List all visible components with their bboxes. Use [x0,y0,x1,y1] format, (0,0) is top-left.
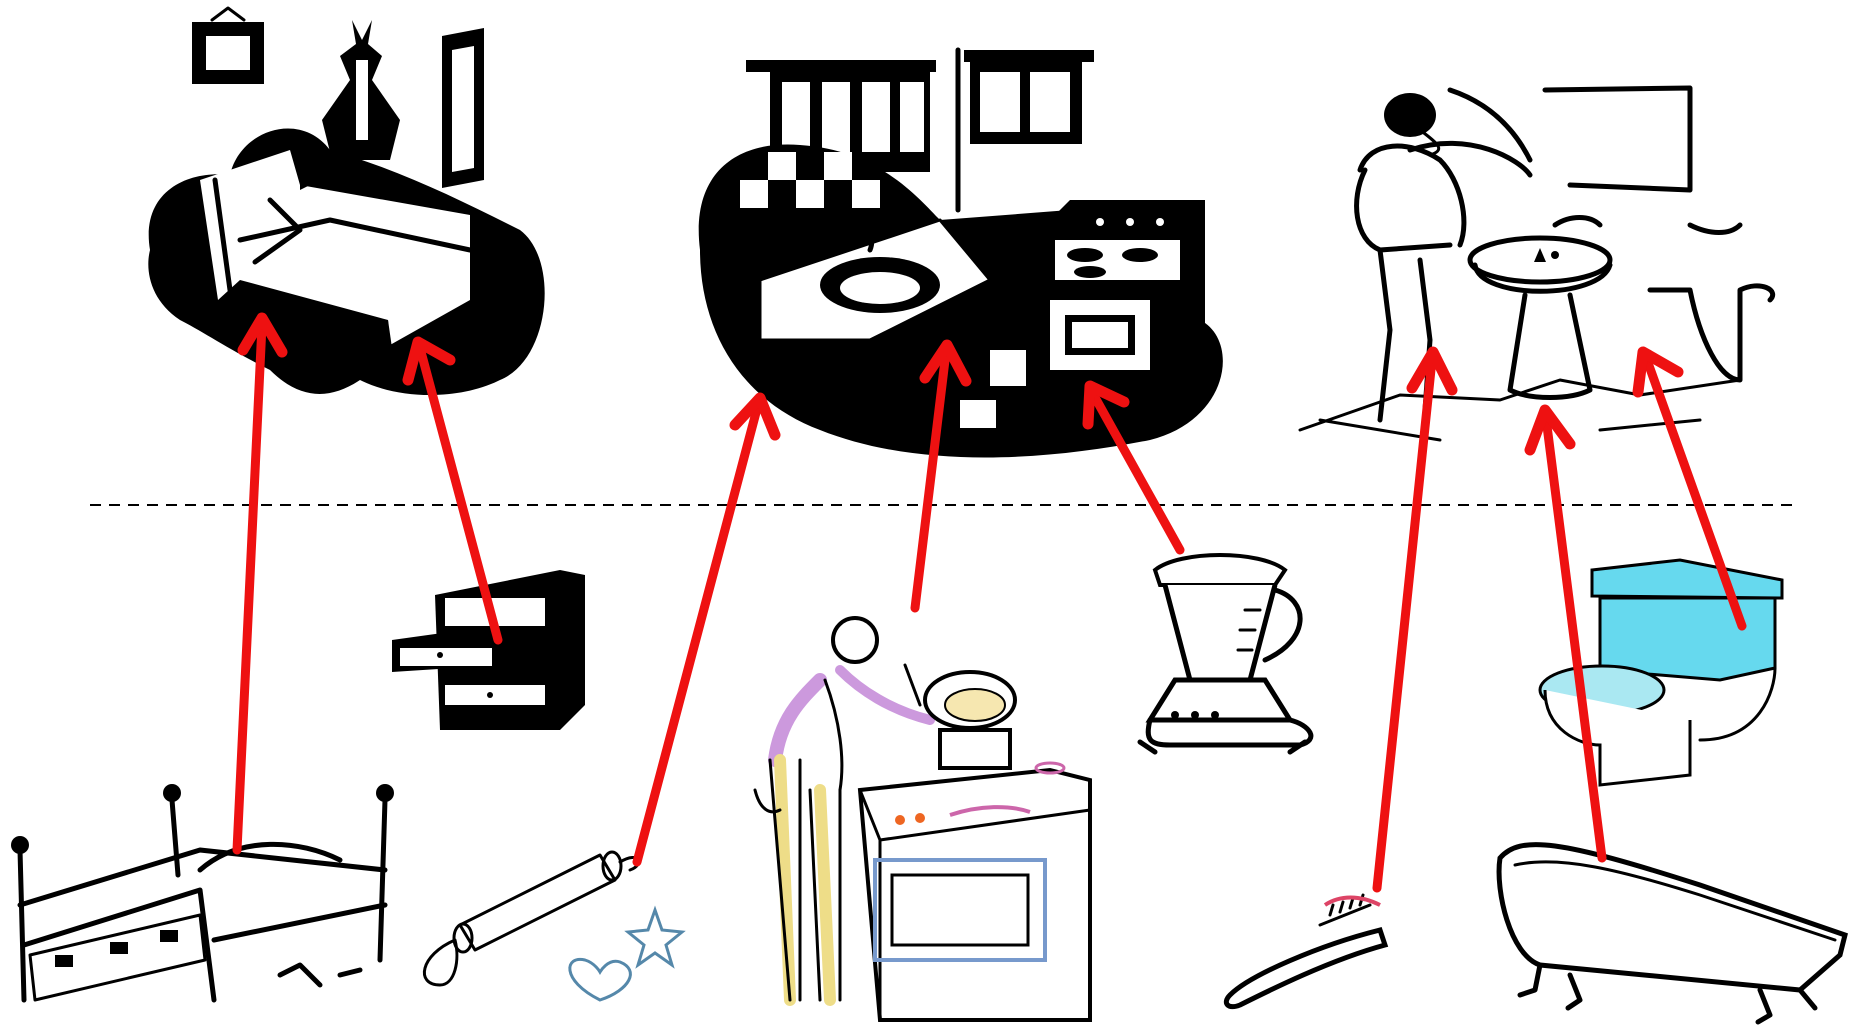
kitchen-scene-icon [698,47,1223,458]
bed-icon [11,784,394,1003]
drawers-icon [392,570,585,730]
wall-hanging-icon [322,20,400,160]
pedestal-sink-icon [1467,215,1613,400]
kitchen-oven-icon [1040,200,1205,380]
bathroom-mirror-icon [1542,85,1693,193]
cookie-cutter-star-icon [624,905,686,969]
checker-tiles [740,152,880,208]
arrow-drawers-to-bedroom [402,336,503,645]
person-cooking-icon [753,616,1092,1022]
cookie-cutter-heart-icon [568,957,632,1002]
arrow-bathtub-to-bathroom [1524,404,1607,863]
arrow-toilet-to-bathroom [1632,346,1747,631]
arrows-layer [232,312,1747,893]
arrow-bed-to-bedroom [232,312,288,855]
arrow-toothbrush-to-bathroom [1372,346,1458,893]
arrow-blender-to-kitchen [1082,380,1185,555]
upper-cabinets-icon [746,47,1094,213]
blender-icon [1137,553,1314,755]
picture-frame-icon [192,6,264,84]
bedroom-scene-icon [148,6,545,395]
bathroom-scene-icon [1298,85,1775,442]
arrow-cook-to-kitchen [910,339,972,613]
toothbrush-icon [1223,893,1389,1010]
arrow-rolling-pin-to-kitchen [632,392,781,867]
bathtub-icon [1496,842,1848,1025]
mirror-icon [442,28,484,188]
bedroom-bed-shape [200,150,470,345]
